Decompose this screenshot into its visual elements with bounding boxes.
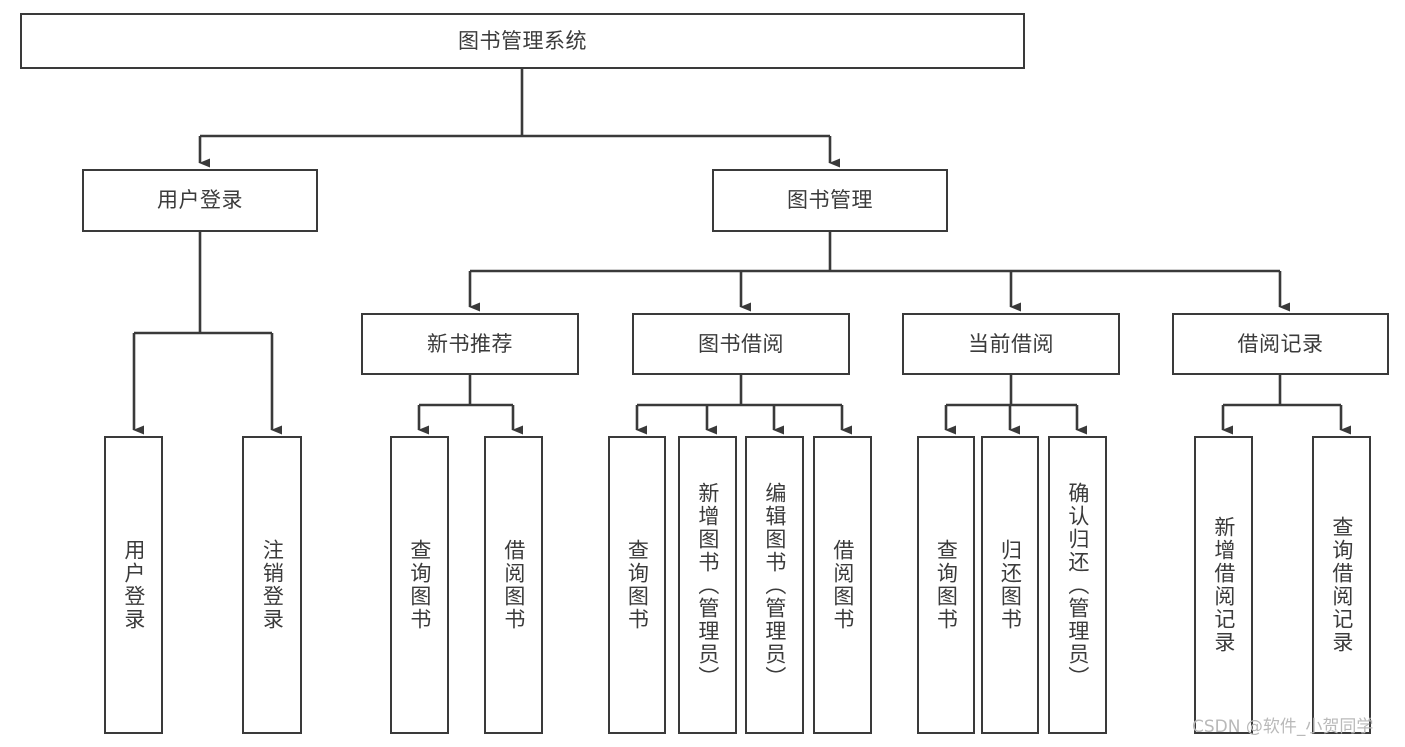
node-book-borrow[interactable]: 图书借阅 [632, 313, 850, 375]
node-leaf-borrow-book-2-label: 借阅图书 [830, 539, 855, 631]
node-leaf-add-book-label: 新增图书（管理员） [695, 481, 720, 689]
node-new-book-rec[interactable]: 新书推荐 [361, 313, 579, 375]
node-leaf-add-book[interactable]: 新增图书（管理员） [678, 436, 737, 734]
node-leaf-edit-book[interactable]: 编辑图书（管理员） [745, 436, 804, 734]
node-root-label: 图书管理系统 [458, 28, 587, 53]
node-leaf-borrow-book-1[interactable]: 借阅图书 [484, 436, 543, 734]
node-leaf-query-book-3-label: 查询图书 [934, 539, 959, 631]
node-leaf-query-book-3[interactable]: 查询图书 [917, 436, 975, 734]
node-leaf-query-book-1-label: 查询图书 [407, 539, 432, 631]
node-book-manage[interactable]: 图书管理 [712, 169, 948, 232]
node-leaf-confirm-return-label: 确认归还（管理员） [1065, 481, 1090, 689]
node-borrow-record[interactable]: 借阅记录 [1172, 313, 1389, 375]
node-user-login[interactable]: 用户登录 [82, 169, 318, 232]
node-leaf-add-record-label: 新增借阅记录 [1211, 516, 1236, 654]
node-current-borrow-label: 当前借阅 [968, 331, 1054, 356]
node-leaf-query-book-2-label: 查询图书 [625, 539, 650, 631]
node-leaf-user-login-label: 用户登录 [121, 539, 146, 631]
node-leaf-return-book-label: 归还图书 [998, 539, 1023, 631]
node-book-manage-label: 图书管理 [787, 188, 873, 213]
node-leaf-edit-book-label: 编辑图书（管理员） [762, 481, 787, 689]
node-book-borrow-label: 图书借阅 [698, 331, 784, 356]
node-root[interactable]: 图书管理系统 [20, 13, 1025, 69]
node-leaf-query-record-label: 查询借阅记录 [1329, 516, 1354, 654]
node-leaf-borrow-book-1-label: 借阅图书 [501, 539, 526, 631]
node-user-login-label: 用户登录 [157, 188, 243, 213]
node-leaf-query-book-2[interactable]: 查询图书 [608, 436, 666, 734]
node-new-book-rec-label: 新书推荐 [427, 331, 513, 356]
node-leaf-query-book-1[interactable]: 查询图书 [390, 436, 449, 734]
node-leaf-add-record[interactable]: 新增借阅记录 [1194, 436, 1253, 734]
node-leaf-borrow-book-2[interactable]: 借阅图书 [813, 436, 872, 734]
node-leaf-user-logout-label: 注销登录 [260, 539, 285, 631]
node-leaf-confirm-return[interactable]: 确认归还（管理员） [1048, 436, 1107, 734]
node-leaf-user-login[interactable]: 用户登录 [104, 436, 163, 734]
csdn-watermark: CSDN @软件_小贺同学 [1192, 717, 1374, 737]
node-leaf-query-record[interactable]: 查询借阅记录 [1312, 436, 1371, 734]
node-current-borrow[interactable]: 当前借阅 [902, 313, 1120, 375]
node-leaf-user-logout[interactable]: 注销登录 [242, 436, 302, 734]
node-leaf-return-book[interactable]: 归还图书 [981, 436, 1039, 734]
node-borrow-record-label: 借阅记录 [1237, 331, 1324, 356]
